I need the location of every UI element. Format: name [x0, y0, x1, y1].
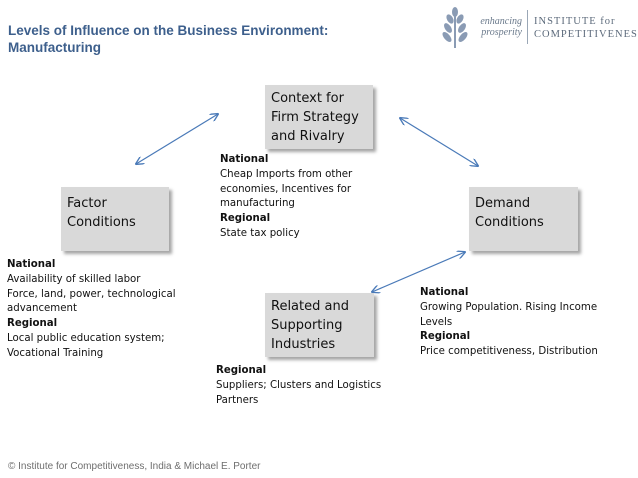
logo-tagline: enhancing prosperity [476, 16, 522, 38]
notes-factor-regional-line-1: Local public education system; [7, 332, 165, 344]
box-factor-line-2: Conditions [67, 215, 136, 230]
logo-org-line-2: COMPETITIVENESS [534, 29, 638, 40]
notes-demand-national-line-1: Growing Population. Rising Income [420, 301, 598, 313]
logo-tagline-line-1: enhancing [480, 16, 522, 27]
notes-strategy-regional-line-1: State tax policy [220, 227, 300, 239]
notes-related-regional-line-2: Partners [216, 394, 259, 406]
page-title-line-2: Manufacturing [8, 40, 101, 55]
notes-factor-national-line-1: Availability of skilled labor [7, 273, 141, 285]
notes-demand-conditions: National Growing Population. Rising Inco… [420, 286, 632, 360]
logo-org-name: INSTITUTE for COMPETITIVENESS [534, 15, 638, 41]
notes-strategy-national-line-3: manufacturing [220, 198, 295, 210]
box-demand-line-2: Conditions [475, 215, 544, 230]
box-factor-conditions: Factor Conditions [61, 187, 169, 251]
page-title-line-1: Levels of Influence on the Business Envi… [8, 23, 329, 38]
notes-related-regional-line-1: Suppliers; Clusters and Logistics [216, 379, 382, 391]
institute-logo: enhancing prosperity INSTITUTE for COMPE… [440, 6, 638, 50]
notes-factor-national-line-2: Force, land, power, technological [7, 288, 176, 300]
notes-strategy-regional-heading: Regional [220, 213, 271, 225]
notes-related-regional-heading: Regional [216, 365, 267, 376]
page-title: Levels of Influence on the Business Envi… [8, 22, 388, 56]
footer-copyright: © Institute for Competitiveness, India &… [8, 461, 261, 472]
notes-factor-national-line-3: advancement [7, 303, 77, 315]
notes-strategy-national-line-2: economies, Incentives for [220, 183, 352, 195]
arrow-strategy-demand [400, 118, 478, 166]
box-factor-line-1: Factor [67, 196, 107, 211]
box-firm-strategy: Context for Firm Strategy and Rivalry [265, 85, 373, 149]
notes-demand-national-line-2: Levels [420, 316, 453, 328]
logo-tagline-line-2: prosperity [481, 27, 522, 38]
wheat-sprout-icon [442, 7, 468, 48]
arrow-related-demand [372, 252, 465, 292]
notes-related-industries: Regional Suppliers; Clusters and Logisti… [216, 364, 406, 408]
box-firm-strategy-line-1: Context for [271, 91, 344, 106]
notes-factor-regional-line-2: Vocational Training [7, 347, 104, 359]
notes-demand-regional-line-1: Price competitiveness, Distribution [420, 346, 598, 358]
notes-demand-national-heading: National [420, 287, 469, 298]
notes-factor-national-heading: National [7, 259, 56, 270]
box-demand-conditions: Demand Conditions [469, 187, 578, 251]
notes-factor-regional-heading: Regional [7, 318, 58, 330]
logo-org-line-1: INSTITUTE for [534, 16, 616, 27]
box-firm-strategy-line-2: Firm Strategy [271, 110, 359, 125]
box-related-line-2: Supporting [271, 318, 343, 333]
notes-firm-strategy: National Cheap Imports from other econom… [220, 153, 370, 242]
arrow-factor-strategy [136, 114, 218, 164]
logo-divider [527, 10, 528, 44]
box-related-line-1: Related and [271, 299, 349, 314]
notes-demand-regional-heading: Regional [420, 331, 471, 343]
box-firm-strategy-line-3: and Rivalry [271, 129, 345, 144]
box-demand-line-1: Demand [475, 196, 531, 211]
notes-strategy-national-line-1: Cheap Imports from other [220, 168, 353, 180]
box-related-line-3: Industries [271, 337, 336, 352]
notes-strategy-national-heading: National [220, 154, 269, 165]
box-related-industries: Related and Supporting Industries [265, 293, 374, 357]
notes-factor-conditions: National Availability of skilled labor F… [7, 258, 207, 362]
